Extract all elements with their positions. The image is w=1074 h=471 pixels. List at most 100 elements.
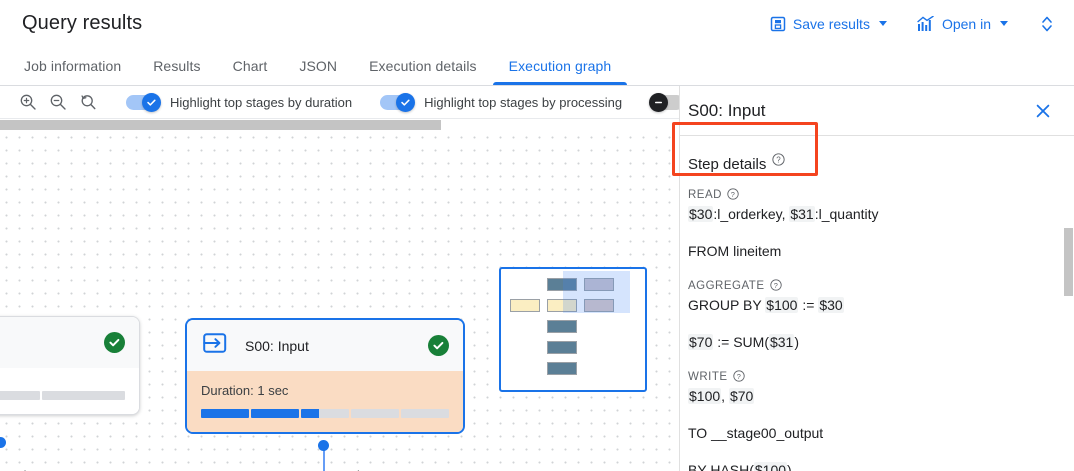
- svg-text:?: ?: [777, 156, 782, 165]
- save-results-label: Save results: [792, 15, 870, 32]
- scrollbar-thumb[interactable]: [0, 120, 441, 130]
- check-icon: [142, 92, 161, 112]
- tab-execution-details[interactable]: Execution details: [369, 58, 477, 74]
- node-body: [0, 368, 139, 414]
- header-actions: Save results Open in: [768, 10, 1074, 38]
- toggle-highlight-duration[interactable]: Highlight top stages by duration: [126, 92, 353, 112]
- panel-block-read: READ ? $30:l_orderkey, $31:l_quantity: [688, 187, 1066, 225]
- help-icon[interactable]: ?: [769, 279, 782, 294]
- panel-header: S00: Input: [680, 86, 1074, 135]
- minimap-node: [547, 320, 577, 333]
- minimap-node: [547, 278, 577, 291]
- key-label: AGGREGATE: [688, 279, 765, 292]
- toggle-switch[interactable]: [126, 92, 161, 112]
- panel-block-aggregate: AGGREGATE ? GROUP BY $100 := $30: [688, 278, 1066, 316]
- graph-node-partial-top[interactable]: [0, 316, 140, 415]
- save-results-button[interactable]: Save results: [768, 12, 889, 36]
- progress-segment: [251, 409, 299, 418]
- zoom-reset-icon[interactable]: [78, 92, 98, 112]
- open-in-button[interactable]: Open in: [915, 12, 1010, 36]
- node-title: S00: Input: [245, 337, 309, 354]
- graph-node-s00-input[interactable]: S00: Input Duration: 1 sec: [185, 318, 465, 434]
- panel-block-key: AGGREGATE ?: [688, 278, 1066, 293]
- close-icon[interactable]: [1030, 98, 1056, 124]
- panel-line-sum: $70 := SUM($31): [688, 334, 800, 350]
- svg-text:?: ?: [736, 372, 741, 381]
- panel-title: S00: Input: [688, 100, 766, 120]
- zoom-out-icon[interactable]: [48, 92, 68, 112]
- panel-block-write: WRITE ? $100, $70: [688, 369, 1066, 407]
- node-body: Duration: 1 sec: [187, 371, 463, 432]
- tab-execution-graph[interactable]: Execution graph: [492, 47, 628, 85]
- toggle-label: Highlight top stages by duration: [170, 94, 353, 110]
- graph-toolbar: Highlight top stages by duration Highlig…: [0, 86, 685, 119]
- toggle-third[interactable]: [649, 92, 685, 112]
- toggle-highlight-processing[interactable]: Highlight top stages by processing: [380, 92, 623, 112]
- panel-block-value: GROUP BY $100 := $30: [688, 297, 844, 313]
- panel-divider: [680, 135, 1074, 136]
- help-icon[interactable]: ?: [772, 153, 786, 170]
- minimap-node: [547, 341, 577, 354]
- chevron-down-icon: [1000, 21, 1008, 26]
- minimap-node: [510, 299, 540, 312]
- panel-line-to: TO __stage00_output: [688, 425, 824, 441]
- graph-minimap[interactable]: [499, 267, 647, 392]
- toggle-switch-off[interactable]: [649, 92, 685, 112]
- panel-scrollbar-thumb[interactable]: [1064, 228, 1073, 296]
- node-duration: Duration: 1 sec: [201, 383, 289, 398]
- key-label: WRITE: [688, 370, 728, 383]
- minus-icon: [649, 92, 669, 112]
- panel-block-key: READ ?: [688, 187, 1066, 202]
- progress-segment: [351, 409, 399, 418]
- tab-job-information[interactable]: Job information: [24, 58, 122, 74]
- step-details-panel: S00: Input Step details ?: [679, 86, 1074, 471]
- open-in-label: Open in: [941, 15, 991, 32]
- check-icon: [396, 92, 416, 112]
- svg-text:?: ?: [773, 281, 778, 290]
- progress-segment: [401, 409, 449, 418]
- minimap-node: [584, 278, 614, 291]
- minimap-node: [547, 362, 577, 375]
- toggle-switch[interactable]: [380, 92, 416, 112]
- edge-source-dot: [318, 440, 329, 451]
- progress-segment: [0, 391, 41, 400]
- zoom-in-icon[interactable]: [18, 92, 38, 112]
- tab-bar: Job information Results Chart JSON Execu…: [0, 47, 1074, 86]
- node-header: S00: Input: [187, 320, 463, 371]
- graph-horizontal-scrollbar[interactable]: [0, 119, 679, 131]
- execution-graph-canvas[interactable]: 59.01M records ecords: [0, 119, 679, 471]
- page-header: Query results Save results: [0, 0, 1074, 47]
- expand-collapse-button[interactable]: [1036, 10, 1058, 38]
- progress-segment: [201, 409, 249, 418]
- key-label: READ: [688, 188, 722, 201]
- tab-results[interactable]: Results: [153, 58, 201, 74]
- panel-line-from: FROM lineitem: [688, 243, 782, 259]
- node-progress-bar: [201, 409, 449, 418]
- tab-json[interactable]: JSON: [299, 58, 338, 74]
- edge-label-records: 59.01M records: [276, 468, 366, 471]
- panel-body: Step details ? READ ?: [680, 136, 1074, 471]
- panel-block-value: $30:l_orderkey, $31:l_quantity: [688, 206, 879, 222]
- progress-segment: [42, 391, 126, 400]
- page-title: Query results: [22, 12, 143, 34]
- panel-block-value: $100, $70: [688, 388, 755, 404]
- help-icon[interactable]: ?: [732, 370, 745, 385]
- progress-segment: [301, 409, 349, 418]
- step-details-heading: Step details ?: [688, 136, 1066, 187]
- help-icon[interactable]: ?: [727, 188, 739, 203]
- minimap-node: [584, 299, 614, 312]
- edge-label-records-partial: ecords: [0, 468, 33, 471]
- edge-source-dot: [0, 437, 6, 448]
- status-complete-icon: [104, 332, 125, 353]
- svg-text:?: ?: [731, 190, 736, 199]
- tab-chart[interactable]: Chart: [232, 58, 268, 74]
- step-details-label: Step details: [688, 156, 767, 173]
- minimap-node: [547, 299, 577, 312]
- chart-icon: [917, 15, 935, 32]
- toggle-label: Highlight top stages by processing: [424, 94, 623, 110]
- status-complete-icon: [428, 335, 449, 356]
- zoom-controls: [0, 92, 98, 112]
- save-icon: [770, 16, 786, 32]
- panel-line-by-hash: BY HASH($100): [688, 460, 1066, 471]
